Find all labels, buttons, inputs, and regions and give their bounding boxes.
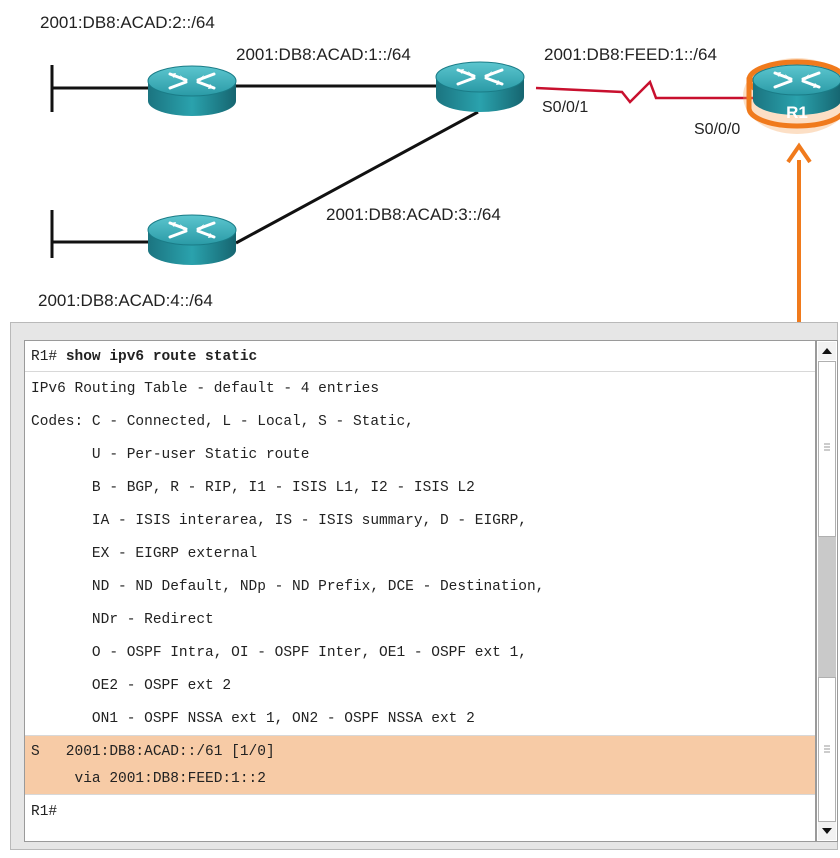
terminal-output[interactable]: R1# show ipv6 route static IPv6 Routing … (24, 340, 816, 842)
arrow-down-icon (822, 828, 832, 834)
network-label-acad1: 2001:DB8:ACAD:1::/64 (236, 45, 411, 64)
output-line: IPv6 Routing Table - default - 4 entries (31, 381, 380, 397)
network-label-acad4: 2001:DB8:ACAD:4::/64 (38, 291, 213, 310)
scroll-thumb[interactable] (818, 361, 836, 537)
command-line: R1# show ipv6 route static (25, 341, 815, 373)
output-line: NDr - Redirect (31, 612, 214, 628)
output-line: IA - ISIS interarea, IS - ISIS summary, … (31, 513, 527, 529)
scroll-thumb-lower[interactable] (818, 677, 836, 822)
command-prompt: R1# (31, 349, 66, 365)
pointer-arrow-head (786, 142, 812, 164)
router-left-bottom[interactable] (146, 213, 238, 267)
scroll-track[interactable] (818, 537, 836, 677)
router-r1[interactable]: R1 (743, 58, 840, 134)
command-text: show ipv6 route static (65, 349, 258, 365)
interface-label-s000: S0/0/0 (694, 121, 740, 138)
divider (25, 735, 815, 736)
grip-icon (824, 745, 830, 753)
arrow-up-icon (822, 348, 832, 354)
terminal-window: R1# show ipv6 route static IPv6 Routing … (10, 322, 838, 850)
output-line: ON1 - OSPF NSSA ext 1, ON2 - OSPF NSSA e… (31, 711, 475, 727)
output-line: Codes: C - Connected, L - Local, S - Sta… (31, 414, 414, 430)
output-line: OE2 - OSPF ext 2 (31, 678, 232, 694)
link-acad3 (235, 110, 479, 245)
router-center[interactable] (434, 60, 526, 114)
route-entry-line: S 2001:DB8:ACAD::/61 [1/0] (31, 744, 275, 760)
divider (25, 371, 815, 372)
output-line: ND - ND Default, NDp - ND Prefix, DCE - … (31, 579, 545, 595)
router-left-top[interactable] (146, 64, 238, 118)
output-line: EX - EIGRP external (31, 546, 258, 562)
network-label-acad3: 2001:DB8:ACAD:3::/64 (326, 205, 501, 224)
output-line: B - BGP, R - RIP, I1 - ISIS L1, I2 - ISI… (31, 480, 475, 496)
route-highlight (25, 736, 815, 794)
output-line: O - OSPF Intra, OI - OSPF Inter, OE1 - O… (31, 645, 527, 661)
interface-label-s001: S0/0/1 (542, 99, 588, 116)
r1-label: R1 (786, 103, 808, 122)
output-line: U - Per-user Static route (31, 447, 310, 463)
final-prompt: R1# (31, 804, 58, 820)
network-label-acad2: 2001:DB8:ACAD:2::/64 (40, 13, 215, 32)
vertical-scrollbar[interactable] (816, 340, 838, 842)
divider (25, 794, 815, 795)
serial-link-feed1 (535, 79, 758, 104)
route-entry-next-hop: via 2001:DB8:FEED:1::2 (31, 771, 266, 787)
grip-icon (824, 443, 830, 451)
scroll-up-button[interactable] (818, 342, 836, 360)
network-topology-diagram: R1 2001:DB8:ACAD:2::/64 2001:DB8:ACAD:1:… (38, 13, 840, 336)
network-label-feed1: 2001:DB8:FEED:1::/64 (544, 45, 717, 64)
scroll-down-button[interactable] (818, 822, 836, 840)
